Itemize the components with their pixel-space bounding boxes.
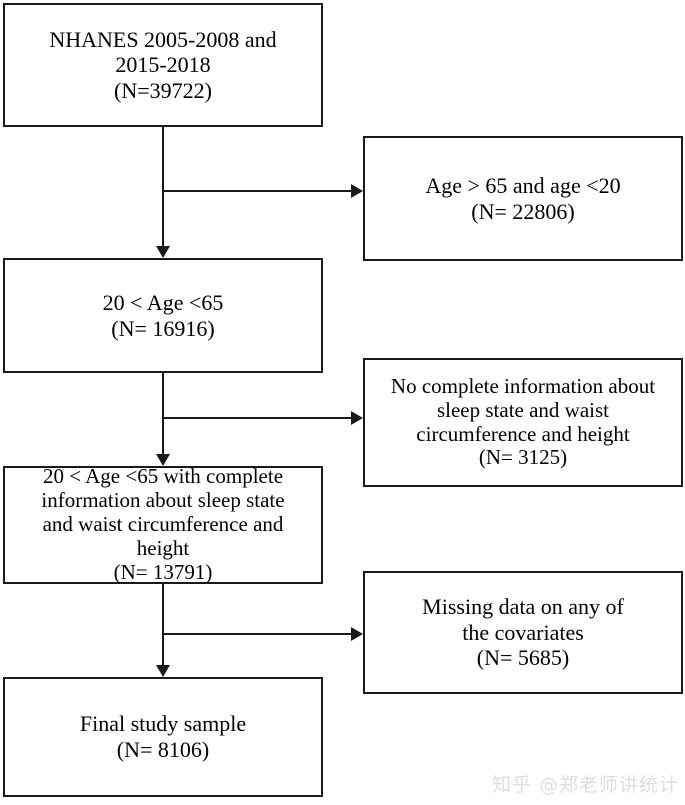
box-source-population: NHANES 2005-2008 and 2015-2018 (N=39722) [3,3,323,127]
connector-complete-to-final [162,584,164,668]
arrowhead-right-excluded-age-icon [351,184,363,198]
box-excluded-incomplete-information: No complete information about sleep stat… [363,358,683,487]
arrowhead-down-complete-icon [156,454,170,466]
connector-branch-excluded-age [163,190,351,192]
connector-branch-excluded-information [163,417,351,419]
box-complete-information: 20 < Age <65 with complete information a… [3,464,323,584]
arrowhead-right-excluded-covariates-icon [351,627,363,641]
box-excluded-age: Age > 65 and age <20 (N= 22806) [363,136,683,261]
connector-branch-excluded-covariates [163,633,351,635]
arrowhead-down-age-included-icon [156,246,170,258]
connector-age-included-to-complete [162,373,164,457]
arrowhead-right-excluded-information-icon [351,411,363,425]
box-excluded-missing-covariates: Missing data on any of the covariates (N… [363,571,683,694]
box-final-study-sample: Final study sample (N= 8106) [3,677,323,797]
box-age-included: 20 < Age <65 (N= 16916) [3,258,323,373]
connector-source-to-age-included [162,127,164,249]
arrowhead-down-final-icon [156,665,170,677]
watermark: 知乎 @郑老师讲统计 [491,774,679,796]
